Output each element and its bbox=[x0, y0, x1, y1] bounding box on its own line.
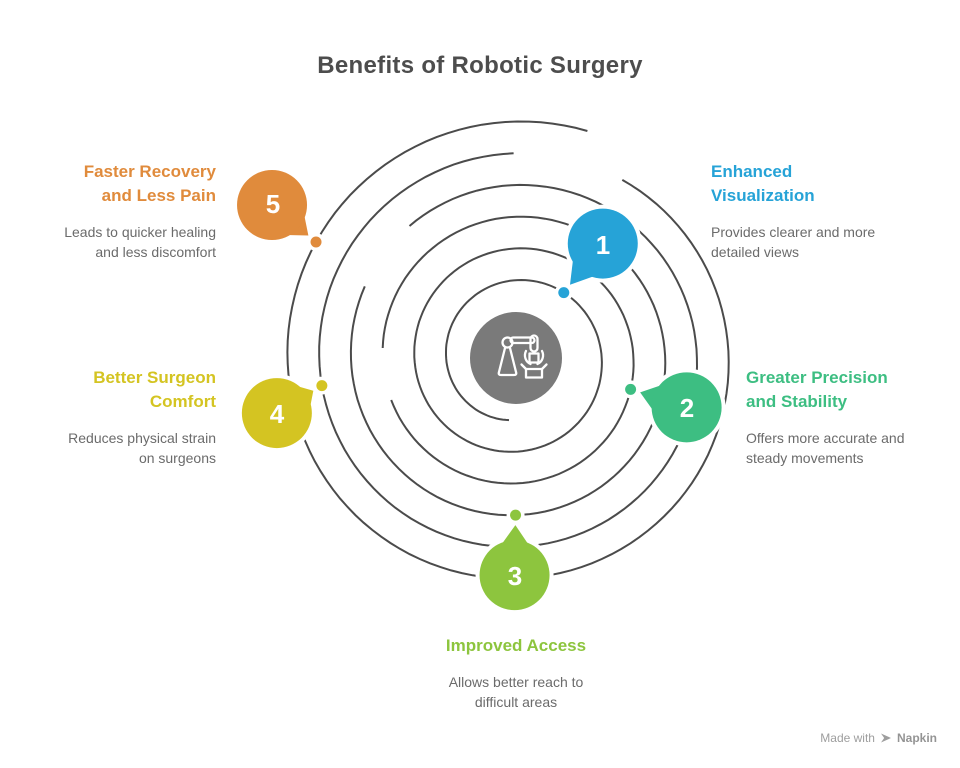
benefit-heading-4: Better Surgeon Comfort bbox=[93, 368, 216, 411]
bubble-number-2: 2 bbox=[679, 393, 695, 423]
bubble-number-5: 5 bbox=[265, 189, 281, 219]
benefit-heading-5: Faster Recovery and Less Pain bbox=[83, 162, 216, 205]
benefit-description-4: Reduces physical strain on surgeons bbox=[68, 430, 216, 466]
benefit-description-3: Allows better reach to difficult areas bbox=[448, 674, 584, 710]
center-circle bbox=[466, 308, 566, 408]
benefit-heading-1: Enhanced Visualization bbox=[711, 162, 815, 205]
benefit-heading-2: Greater Precision and Stability bbox=[746, 368, 888, 411]
watermark-brand: Napkin bbox=[896, 731, 937, 745]
bubble-number-4: 4 bbox=[269, 399, 285, 429]
benefit-heading-3: Improved Access bbox=[445, 636, 587, 655]
center-hub bbox=[466, 308, 566, 408]
robotic-arm-icon bbox=[497, 334, 548, 379]
benefit-description-5: Leads to quicker healing and less discom… bbox=[64, 224, 216, 260]
watermark-prefix: Made with bbox=[820, 731, 875, 745]
benefit-item-2: Greater Precision and Stability Offers m… bbox=[746, 366, 909, 468]
benefit-item-3: Improved Access Allows better reach to d… bbox=[441, 634, 591, 712]
page-title: Benefits of Robotic Surgery bbox=[317, 52, 643, 79]
benefit-description-1: Provides clearer and more detailed views bbox=[711, 224, 876, 260]
napkin-logo-icon bbox=[880, 733, 891, 743]
bubble-number-3: 3 bbox=[507, 561, 523, 591]
number-bubbles bbox=[233, 165, 726, 615]
benefit-item-5: Faster Recovery and Less Pain Leads to q… bbox=[61, 160, 216, 262]
made-with-napkin-watermark: Made with Napkin bbox=[820, 731, 937, 745]
benefit-item-1: Enhanced Visualization Provides clearer … bbox=[711, 160, 881, 262]
bubble-number-1: 1 bbox=[595, 230, 611, 260]
benefit-description-2: Offers more accurate and steady movement… bbox=[746, 430, 905, 466]
benefit-item-4: Better Surgeon Comfort Reduces physical … bbox=[56, 366, 216, 468]
